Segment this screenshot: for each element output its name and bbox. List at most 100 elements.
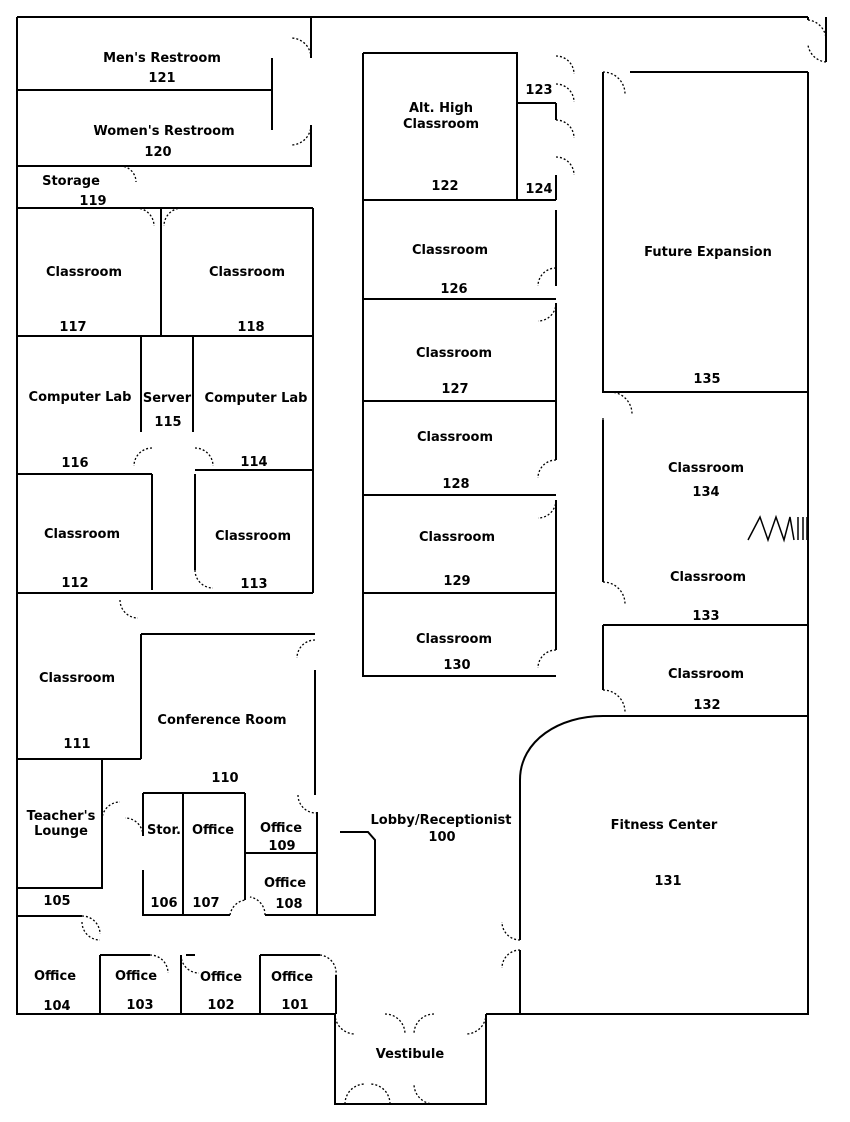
door-arc [135, 207, 155, 227]
door-arc [296, 639, 316, 659]
room-126-number: 126 [440, 282, 467, 297]
door-arc [413, 1083, 435, 1105]
room-116-number: 116 [61, 456, 88, 471]
room-135-name: Future Expansion [644, 245, 772, 260]
door-arc [249, 896, 266, 916]
door-arc [180, 954, 200, 974]
room-107-number: 107 [192, 896, 219, 911]
room-101-number: 101 [281, 998, 308, 1013]
fitness-curve [519, 715, 604, 781]
room-113-name: Classroom [215, 529, 291, 544]
door-arc [369, 1083, 391, 1105]
door-arc [290, 37, 312, 59]
room-108-number: 108 [275, 897, 302, 912]
room-123-number: 123 [525, 83, 552, 98]
room-114-number: 114 [240, 455, 267, 470]
door-arc [602, 71, 626, 95]
door-arc [229, 899, 246, 916]
room-111-name: Classroom [39, 671, 115, 686]
room-102-number: 102 [207, 998, 234, 1013]
door-arc [807, 44, 827, 63]
door-arc [609, 391, 633, 415]
room-102-name: Office [200, 970, 242, 985]
door-arc [602, 581, 626, 605]
room-111-number: 111 [63, 737, 90, 752]
door-arc [465, 1013, 487, 1035]
room-labels: Men's Restroom 121 Women's Restroom 120 … [27, 51, 772, 1062]
room-117-name: Classroom [46, 265, 122, 280]
room-135-number: 135 [693, 372, 720, 387]
room-132-number: 132 [693, 698, 720, 713]
door-arc [319, 954, 337, 976]
room-117-number: 117 [59, 320, 86, 335]
vestibule-wall [334, 1014, 487, 1105]
room-103-name: Office [115, 969, 157, 984]
room-118-name: Classroom [209, 265, 285, 280]
door-arc [119, 165, 137, 183]
room-134-name: Classroom [668, 461, 744, 476]
room-133-name: Classroom [670, 570, 746, 585]
room-108-name: Office [264, 876, 306, 891]
room-115-number: 115 [154, 415, 181, 430]
door-arc [163, 207, 183, 227]
room-107-name: Office [192, 823, 234, 838]
door-arc [81, 921, 101, 941]
door-arc [297, 794, 317, 814]
room-130-number: 130 [443, 658, 470, 673]
door-arc [602, 689, 626, 713]
room-114-name: Computer Lab [205, 391, 308, 406]
room-110-number: 110 [211, 771, 238, 786]
room-109-number: 109 [268, 839, 295, 854]
room-103-number: 103 [126, 998, 153, 1013]
accordion-partition [747, 514, 808, 543]
wall-right-wing [519, 71, 808, 1014]
room-131-name: Fitness Center [611, 818, 718, 833]
door-arc [133, 447, 153, 467]
room-121-name: Men's Restroom [103, 51, 221, 66]
room-120-name: Women's Restroom [93, 124, 234, 139]
door-arc [81, 915, 101, 935]
room-118-number: 118 [237, 320, 264, 335]
wall-labs [17, 336, 313, 594]
room-106-name: Stor. [147, 823, 181, 838]
room-131-number: 131 [654, 874, 681, 889]
room-124-number: 124 [525, 182, 552, 197]
doors [81, 19, 827, 1105]
room-101-name: Office [271, 970, 313, 985]
wall-117-118 [17, 208, 314, 593]
door-arc [194, 447, 214, 467]
door-arc [334, 1013, 356, 1035]
room-126-name: Classroom [412, 243, 488, 258]
room-100-number: 100 [428, 830, 455, 845]
door-arc [555, 156, 575, 176]
wall-bottom-offices [16, 916, 337, 1014]
door-arc [194, 569, 214, 589]
door-arc [555, 55, 575, 75]
room-134-number: 134 [692, 485, 719, 500]
door-arc [413, 1013, 435, 1035]
door-arc [501, 921, 521, 941]
room-105-name-line2: Lounge [34, 824, 88, 839]
door-arc [555, 83, 575, 103]
room-119-name: Storage [42, 174, 100, 189]
door-arc [537, 649, 557, 669]
room-109-name: Office [260, 821, 302, 836]
door-arc [807, 19, 827, 41]
room-100-name: Lobby/Receptionist [371, 813, 512, 828]
room-106-number: 106 [150, 896, 177, 911]
room-128-name: Classroom [417, 430, 493, 445]
door-arc [555, 119, 575, 139]
room-110-name: Conference Room [157, 713, 286, 728]
room-104-name: Office [34, 969, 76, 984]
room-113-number: 113 [240, 577, 267, 592]
door-arc [537, 499, 557, 519]
door-arc [344, 1083, 366, 1105]
room-105-name-line1: Teacher's [27, 809, 96, 824]
room-105-number: 105 [43, 894, 70, 909]
room-112-number: 112 [61, 576, 88, 591]
room-128-number: 128 [442, 477, 469, 492]
room-122-name-line1: Alt. High [409, 101, 473, 116]
room-116-name: Computer Lab [29, 390, 132, 405]
room-122-name-line2: Classroom [403, 117, 479, 132]
